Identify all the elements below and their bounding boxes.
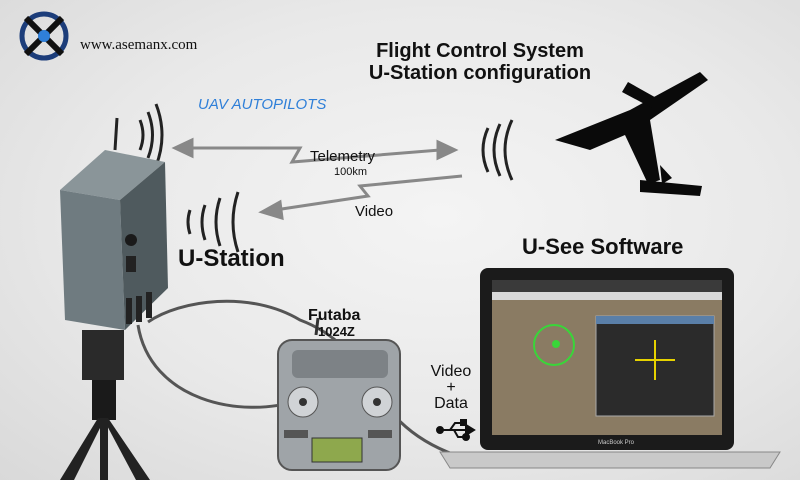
u-see-software-label: U-See Software <box>522 234 684 259</box>
futaba-label: Futaba <box>308 307 361 324</box>
futaba-transmitter <box>277 317 401 471</box>
usb-icon <box>436 419 476 441</box>
signal-waves-icon <box>186 191 240 253</box>
tripod <box>60 330 150 480</box>
diagram-title: Flight Control System U-Station configur… <box>330 40 630 84</box>
video-label: Video <box>355 203 394 220</box>
airplane-icon <box>555 72 708 196</box>
video-data-label: Video + Data <box>430 364 472 412</box>
telemetry-label: Telemetry <box>310 148 376 165</box>
u-station-device <box>60 117 168 330</box>
video-data-line-1: Video <box>430 363 472 380</box>
uav-autopilots-label: UAV AUTOPILOTS <box>198 96 327 113</box>
telemetry-range-label: 100km <box>334 166 368 178</box>
website-url: www.asemanx.com <box>80 37 198 53</box>
u-station-label: U-Station <box>178 245 285 272</box>
laptop <box>439 268 781 469</box>
signal-waves-icon <box>481 119 514 181</box>
title-line-1: Flight Control System <box>376 40 584 62</box>
title-line-2: U-Station configuration <box>368 62 592 84</box>
asemanx-logo-icon <box>19 11 69 61</box>
futaba-model-label: 1024Z <box>318 324 355 339</box>
video-data-line-2: Data <box>434 395 468 412</box>
video-arrow <box>258 174 463 221</box>
video-data-plus: + <box>446 379 456 396</box>
telemetry-arrow <box>171 137 459 164</box>
laptop-brand-label: MacBook Pro <box>598 440 635 446</box>
signal-waves-icon <box>138 103 164 167</box>
